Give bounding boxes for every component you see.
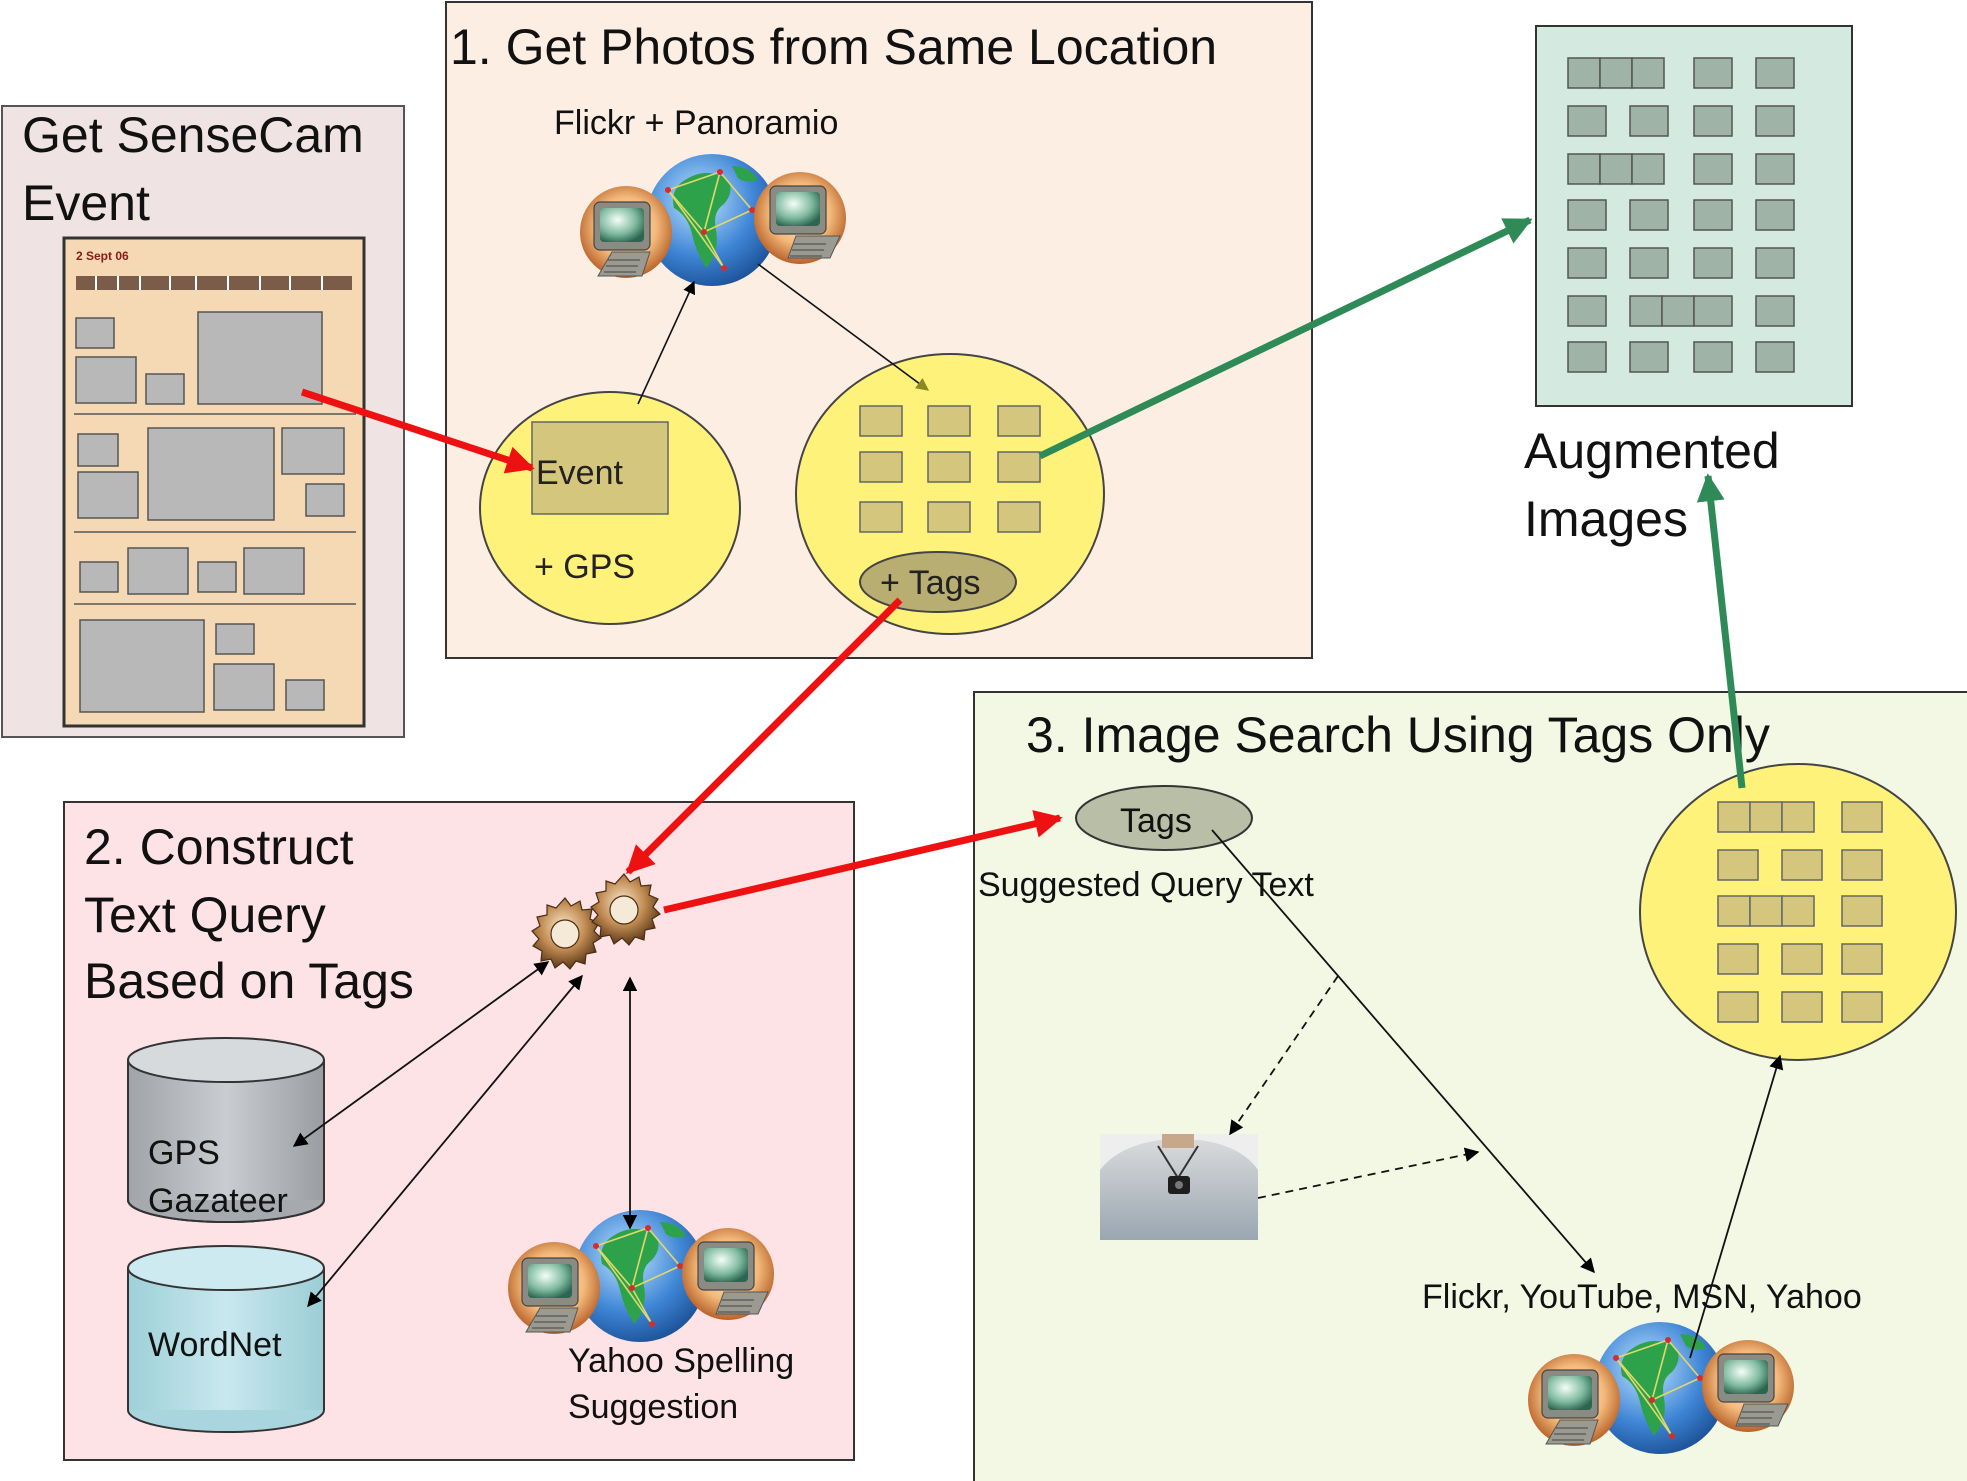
step1-tags-ellipse xyxy=(859,551,1017,613)
wordnet-label: WordNet xyxy=(148,1326,282,1364)
step3-dashed-to-person-arrow xyxy=(1229,975,1339,1136)
step1-event-photo xyxy=(531,421,669,515)
step1-title: 1. Get Photos from Same Location xyxy=(450,19,1217,75)
step1-globe-to-photos-arrow xyxy=(757,263,930,391)
augmented-label-line1: Augmented xyxy=(1524,423,1780,479)
sensecam-title-line1: Get SenseCam xyxy=(22,107,364,163)
query-to-search-arrow xyxy=(663,810,1063,914)
step1-tags-label: + Tags xyxy=(880,564,981,602)
step3-title: 3. Image Search Using Tags Only xyxy=(1026,707,1770,763)
step1-photo-grid xyxy=(859,405,1041,533)
sensecam-to-event-arrow xyxy=(300,388,535,474)
step3-panel: 3. Image Search Using Tags Only Tags Sug… xyxy=(973,691,1967,1481)
sensecam-thumbnails xyxy=(75,311,345,713)
step3-tags-label: Tags xyxy=(1120,802,1192,840)
step3-engines-to-results-arrow xyxy=(1689,1054,1784,1359)
step3-engines-label: Flickr, YouTube, MSN, Yahoo xyxy=(1422,1278,1862,1316)
gazetteer-label-line2: Gazateer xyxy=(148,1182,288,1220)
gps-gazetteer-database-icon xyxy=(127,1037,325,1223)
step1-sources-label: Flickr + Panoramio xyxy=(554,104,838,142)
step2-title-line3: Based on Tags xyxy=(84,953,414,1009)
step2-title-line2: Text Query xyxy=(84,887,326,943)
sensecam-event-page: 2 Sept 06 xyxy=(62,236,366,728)
step1-gps-label: + GPS xyxy=(534,548,635,586)
yahoo-label-line1: Yahoo Spelling xyxy=(568,1342,794,1380)
step3-query-label: Suggested Query Text xyxy=(978,866,1314,904)
step3-query-to-engines-arrow xyxy=(1211,829,1595,1274)
person-with-camera-photo xyxy=(1100,1134,1258,1240)
step1-event-to-globe-arrow xyxy=(637,280,696,405)
wordnet-database-icon xyxy=(127,1245,325,1433)
step3-tags-ellipse xyxy=(1075,785,1253,851)
gears-wordnet-arrow xyxy=(307,974,583,1308)
augmented-label-line2: Images xyxy=(1524,491,1688,547)
step3-dashed-from-person-arrow xyxy=(1257,1147,1480,1199)
step3-result-grid xyxy=(1717,801,1883,1023)
sensecam-date-label: 2 Sept 06 xyxy=(76,249,129,263)
augmented-image-grid xyxy=(1567,57,1795,373)
step2-title-line1: 2. Construct xyxy=(84,819,354,875)
sensecam-timeline-bar xyxy=(76,276,352,290)
augmented-images-panel: Augmented Images xyxy=(1524,25,1853,547)
gazetteer-label-line1: GPS xyxy=(148,1134,220,1172)
photos-to-augmented-arrow xyxy=(1038,216,1533,460)
step1-event-label: Event xyxy=(536,454,623,492)
sensecam-panel: Get SenseCam Event 2 Sept 06 xyxy=(1,105,405,738)
step2-panel: 2. Construct Text Query Based on Tags GP… xyxy=(63,801,855,1461)
sensecam-title-line2: Event xyxy=(22,175,150,231)
tags-to-query-arrow xyxy=(625,597,903,875)
results-to-augmented-arrow xyxy=(1696,473,1746,789)
step1-panel: 1. Get Photos from Same Location Flickr … xyxy=(445,1,1313,659)
yahoo-label-line2: Suggestion xyxy=(568,1388,738,1426)
